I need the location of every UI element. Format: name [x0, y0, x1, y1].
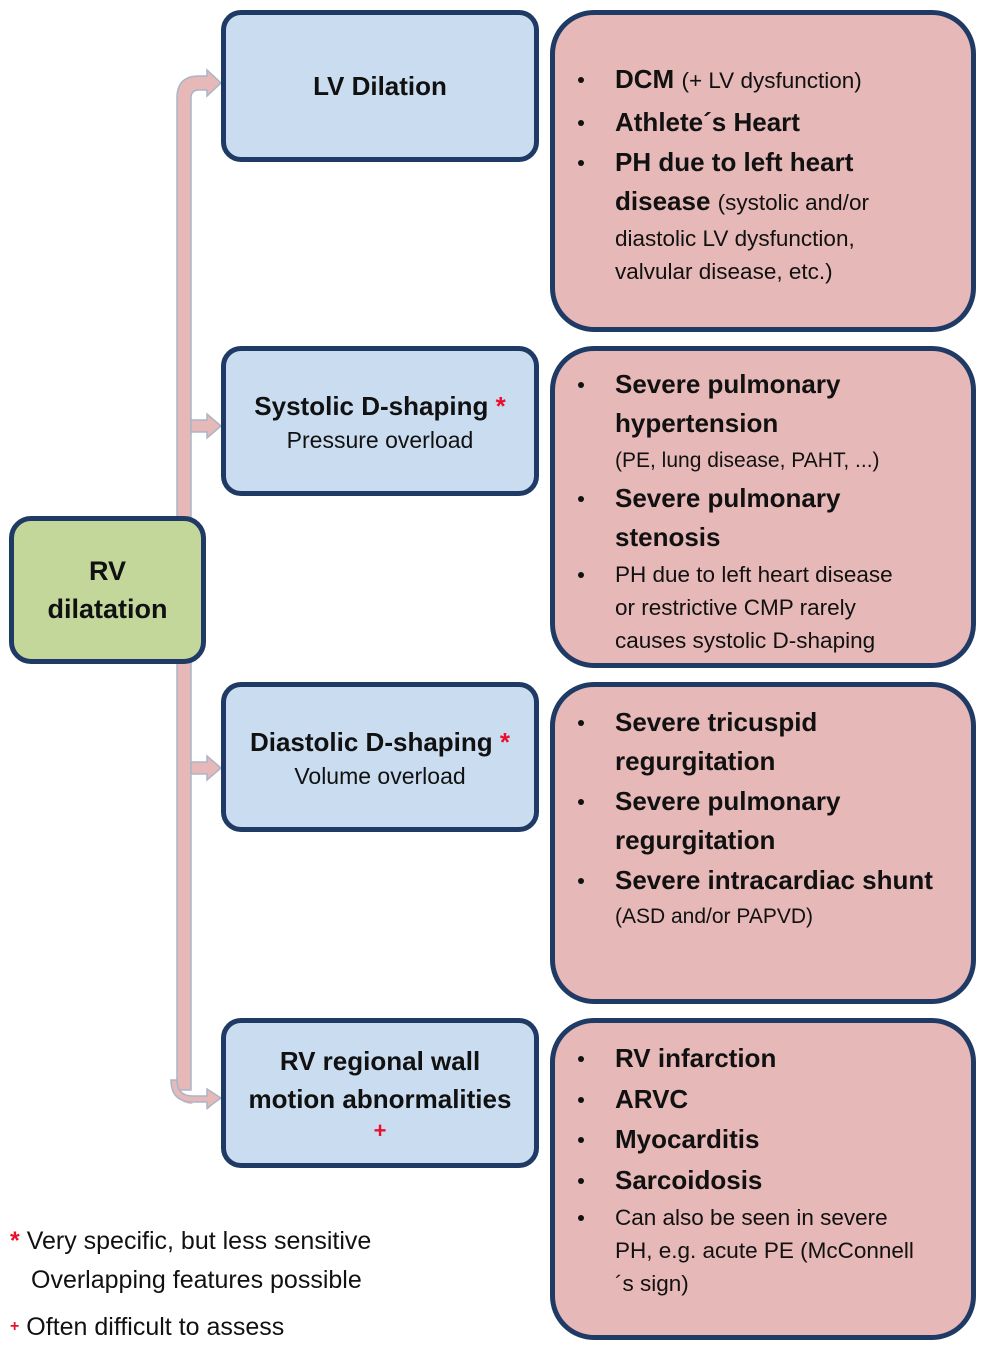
list-item: DCM (+ LV dysfunction): [578, 60, 947, 101]
list-item: Severe pulmonary hypertension (PE, lung …: [578, 365, 947, 477]
item-note-line3: valvular disease, etc.): [615, 259, 833, 284]
list-item: Myocarditis: [578, 1120, 947, 1159]
list-item: Sarcoidosis: [578, 1161, 947, 1200]
footnote-star: * Very specific, but less sensitive: [10, 1222, 371, 1260]
list-item: Can also be seen in severe PH, e.g. acut…: [578, 1201, 947, 1300]
category-diastolic-d-shaping: Diastolic D-shaping * Volume overload: [221, 682, 539, 832]
list-item: Severe intracardiac shunt (ASD and/or PA…: [578, 861, 947, 933]
footnote-plus-symbol: +: [10, 1318, 20, 1335]
category-systolic-d-shaping: Systolic D-shaping * Pressure overload: [221, 346, 539, 496]
root-label-line1: RV: [88, 556, 127, 586]
item-title: Athlete´s Heart: [615, 106, 800, 137]
item-title: Sarcoidosis: [615, 1164, 763, 1195]
category-title: Systolic D-shaping: [254, 391, 489, 421]
list-item: Severe tricuspid regurgitation: [578, 703, 947, 780]
item-title-line1: Severe tricuspid: [615, 707, 818, 737]
item-text-line2: or restrictive CMP rarely: [615, 595, 856, 620]
item-text-line1: Can also be seen in severe: [615, 1205, 888, 1230]
root-label-line2: dilatation: [47, 594, 168, 624]
item-title: Severe intracardiac shunt: [615, 865, 933, 895]
item-note-line2: diastolic LV dysfunction,: [615, 226, 855, 251]
list-item: PH due to left heart disease or restrict…: [578, 558, 947, 657]
category-subtitle: Pressure overload: [286, 427, 474, 453]
list-item: Severe pulmonary regurgitation: [578, 782, 947, 859]
category-title: Diastolic D-shaping: [249, 727, 493, 757]
arrow-to-diastolic: [190, 754, 223, 782]
item-title-line1: PH due to left heart: [615, 147, 854, 177]
detail-list: DCM (+ LV dysfunction) Athlete´s Heart P…: [578, 60, 947, 290]
details-lv-dilation: DCM (+ LV dysfunction) Athlete´s Heart P…: [550, 10, 976, 332]
footnote-plus: + Often difficult to assess: [10, 1308, 284, 1346]
item-text-line2: PH, e.g. acute PE (McConnell: [615, 1238, 914, 1263]
list-item: Severe pulmonary stenosis: [578, 479, 947, 556]
difficult-marker: +: [373, 1118, 387, 1143]
category-subtitle: Volume overload: [294, 763, 466, 789]
specific-marker: *: [495, 391, 506, 421]
detail-list: Severe pulmonary hypertension (PE, lung …: [578, 365, 947, 659]
category-title-row: Systolic D-shaping *: [254, 387, 505, 425]
footnote-star-line1: Very specific, but less sensitive: [26, 1227, 372, 1255]
item-title-line1: Severe pulmonary: [615, 786, 841, 816]
item-title-line2: hypertension: [615, 407, 779, 438]
item-note: (+ LV dysfunction): [681, 68, 862, 93]
category-title: LV Dilation: [313, 71, 447, 101]
category-title-line2: motion abnormalities: [248, 1084, 512, 1114]
root-node: RV dilatation: [9, 516, 206, 664]
item-title-line2: regurgitation: [615, 824, 776, 855]
arrow-to-lv-dilation: [176, 68, 223, 1091]
item-note: (PE, lung disease, PAHT, ...): [615, 449, 880, 472]
list-item: PH due to left heart disease (systolic a…: [578, 143, 947, 288]
footnote-star-line2-row: Overlapping features possible: [31, 1261, 362, 1299]
category-lv-dilation: LV Dilation: [221, 10, 539, 162]
arrow-to-systolic: [190, 412, 223, 440]
details-rv-regional-wall-motion: RV infarction ARVC Myocarditis Sarcoidos…: [550, 1018, 976, 1340]
category-rv-regional-wall-motion: RV regional wall motion abnormalities +: [221, 1018, 539, 1168]
item-text-line3: causes systolic D-shaping: [615, 628, 876, 653]
item-title-line2: stenosis: [615, 521, 721, 552]
item-title: Myocarditis: [615, 1124, 760, 1154]
item-title: DCM: [615, 64, 675, 94]
details-diastolic-d-shaping: Severe tricuspid regurgitation Severe pu…: [550, 682, 976, 1004]
item-note-line1: (systolic and/or: [717, 189, 869, 215]
detail-list: RV infarction ARVC Myocarditis Sarcoidos…: [578, 1039, 947, 1302]
item-title: RV infarction: [615, 1043, 777, 1073]
list-item: RV infarction: [578, 1039, 947, 1078]
item-title-line1: Severe pulmonary: [615, 483, 841, 513]
item-title-line1: Severe pulmonary: [615, 369, 841, 399]
item-text-line3: ´s sign): [615, 1271, 689, 1296]
footnote-star-symbol: *: [10, 1227, 20, 1255]
detail-list: Severe tricuspid regurgitation Severe pu…: [578, 703, 947, 935]
list-item: Athlete´s Heart: [578, 103, 947, 142]
item-title-line2: disease: [615, 185, 711, 216]
details-systolic-d-shaping: Severe pulmonary hypertension (PE, lung …: [550, 346, 976, 668]
list-item: ARVC: [578, 1080, 947, 1119]
item-title-line2: regurgitation: [615, 745, 776, 776]
specific-marker: *: [499, 727, 511, 757]
item-text-line1: PH due to left heart disease: [615, 562, 893, 587]
item-title: ARVC: [615, 1083, 689, 1114]
category-title-row: Diastolic D-shaping *: [250, 723, 510, 761]
footnote-plus-line1: Often difficult to assess: [26, 1313, 285, 1341]
category-title-line1: RV regional wall: [279, 1046, 481, 1076]
item-note: (ASD and/or PAPVD): [615, 904, 814, 928]
footnote-star-line2: Overlapping features possible: [31, 1266, 362, 1294]
